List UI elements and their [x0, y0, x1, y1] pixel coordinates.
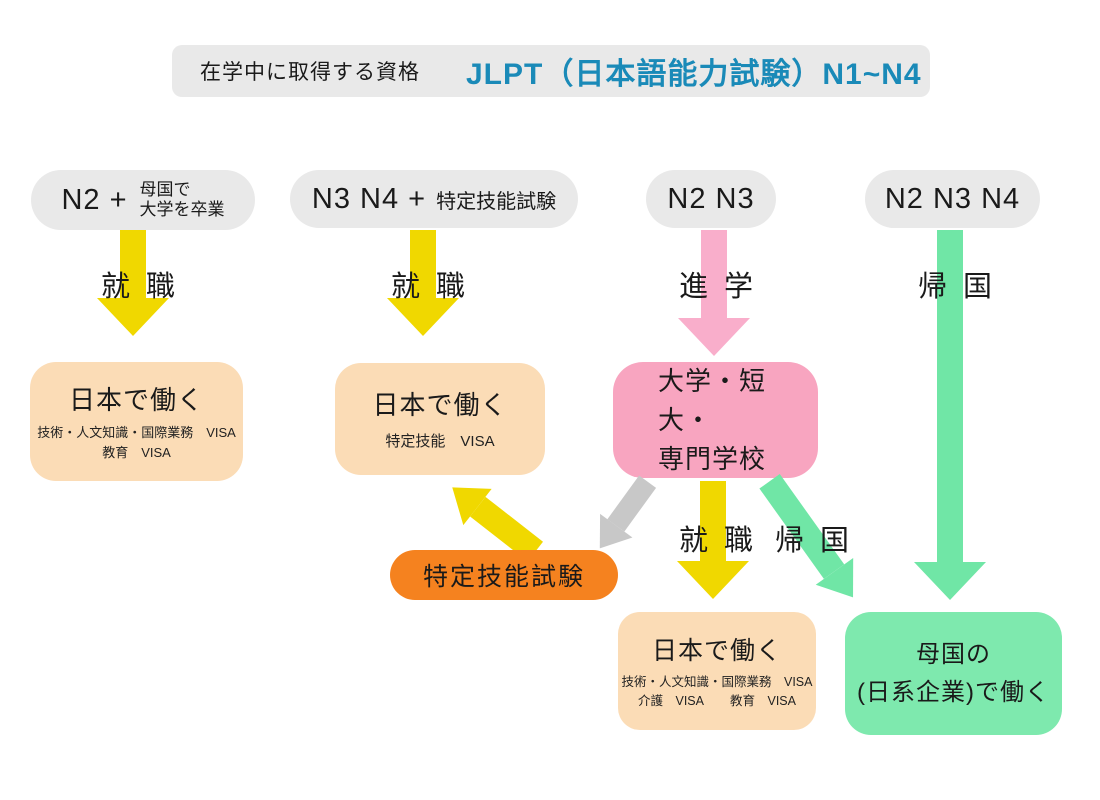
label-char: 帰	[917, 271, 947, 303]
arrow-head	[387, 298, 459, 336]
label-char: 進	[678, 271, 708, 303]
box-work-left-title: 日本で働く	[68, 384, 204, 415]
pill-n2-sub-line2: 大学を卒業	[139, 200, 225, 219]
arrow-down-study	[678, 230, 750, 356]
pill-n2-sub: 母国で 大学を卒業	[140, 180, 225, 221]
label-employment-1: 就 職	[63, 263, 213, 305]
label-employment-2: 就 職	[353, 263, 503, 305]
pill-n2n3n4: N2 N3 N4	[865, 170, 1040, 228]
arrow-stem	[410, 230, 436, 298]
box-home-country: 母国の (日系企業)で働く	[845, 612, 1062, 735]
arrow-down-employment-1	[97, 230, 169, 336]
box-work-japan-tokutei: 日本で働く 特定技能 VISA	[335, 363, 545, 475]
arrow-head	[677, 561, 749, 599]
label-char: 就	[100, 271, 130, 303]
label-char: 就	[390, 271, 420, 303]
arrow-school-to-work-japan	[677, 481, 749, 599]
arrow-head	[914, 562, 986, 600]
box-school-line1: 大学・短大・	[658, 365, 767, 435]
header-banner: 在学中に取得する資格 JLPT（日本語能力試験）N1~N4	[172, 45, 930, 97]
arrow-down-return-long	[914, 230, 986, 600]
box-work-tokutei-title: 日本で働く	[372, 389, 508, 420]
header-title: JLPT（日本語能力試験）N1~N4	[466, 58, 922, 91]
box-school-line2: 専門学校	[658, 443, 767, 474]
box-work-bottom-visa1: 技術・人文知識・国際業務 VISA	[621, 674, 813, 689]
label-study: 進 学	[641, 263, 791, 305]
box-work-japan-left: 日本で働く 技術・人文知識・国際業務 VISA 教育 VISA	[30, 362, 243, 481]
label-char: 国	[963, 271, 993, 303]
label-char: 学	[724, 271, 754, 303]
box-work-bottom-title: 日本で働く	[651, 636, 782, 665]
box-work-bottom-visa2a: 介護 VISA	[638, 694, 704, 708]
arrow-stem	[700, 481, 726, 561]
pill-skill-exam-label: 特定技能試験	[422, 563, 585, 591]
box-work-bottom-visa2: 介護 VISA 教育 VISA	[638, 692, 796, 711]
label-mid-return: 帰 国	[737, 517, 887, 559]
box-work-japan-bottom: 日本で働く 技術・人文知識・国際業務 VISA 介護 VISA 教育 VISA	[618, 612, 816, 730]
arrow-head	[97, 298, 169, 336]
pill-skill-exam: 特定技能試験	[390, 550, 618, 600]
box-home-line2: (日系企業)で働く	[857, 678, 1050, 706]
arrow-stem	[701, 230, 727, 318]
pill-n2n3n4-main: N2 N3 N4	[884, 182, 1021, 215]
label-char: 職	[436, 271, 466, 303]
box-home-line1: 母国の	[916, 641, 991, 669]
label-char: 国	[820, 525, 850, 557]
label-char: 職	[146, 271, 176, 303]
pill-n2-university: N2 + 母国で 大学を卒業	[31, 170, 255, 230]
header-label: 在学中に取得する資格	[200, 61, 420, 84]
arrow-stem	[937, 230, 963, 562]
arrow-head	[678, 318, 750, 356]
label-return: 帰 国	[880, 263, 1030, 305]
pill-n3n4-sub: 特定技能試験	[436, 190, 557, 213]
arrow-down-employment-2	[387, 230, 459, 336]
label-mid-employment: 就 職	[641, 517, 791, 559]
pill-n3n4-main: N3 N4 +	[311, 182, 427, 215]
box-work-left-visa2: 教育 VISA	[102, 445, 171, 460]
pill-n2-sub-line1: 母国で	[139, 179, 191, 199]
pill-n3n4-exam: N3 N4 + 特定技能試験	[290, 170, 578, 228]
pill-n2n3-main: N2 N3	[667, 182, 755, 215]
arrow-stem	[120, 230, 146, 298]
pill-n2n3: N2 N3	[646, 170, 776, 228]
box-school: 大学・短大・ 専門学校	[613, 362, 818, 478]
label-char: 職	[724, 525, 754, 557]
box-work-bottom-visa2b: 教育 VISA	[730, 694, 796, 708]
pill-n2-main: N2 +	[61, 183, 128, 216]
label-char: 就	[678, 525, 708, 557]
box-work-left-visa1: 技術・人文知識・国際業務 VISA	[37, 424, 236, 440]
box-work-tokutei-visa: 特定技能 VISA	[385, 432, 495, 450]
label-char: 帰	[774, 525, 804, 557]
